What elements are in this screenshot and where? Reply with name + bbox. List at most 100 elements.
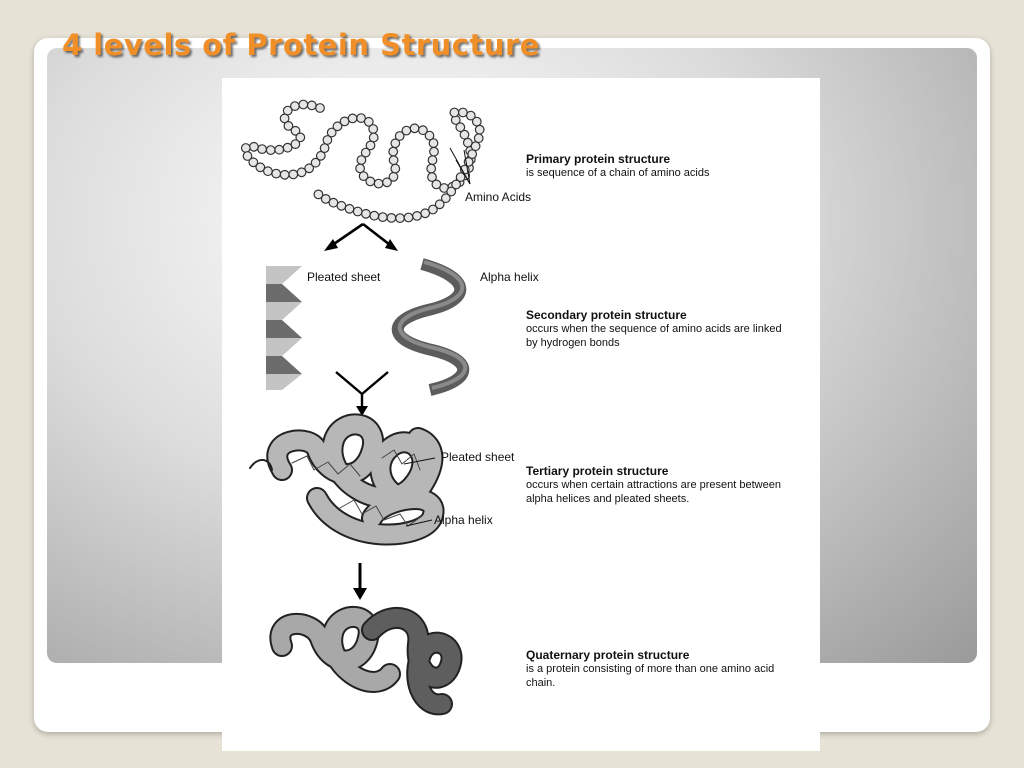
- amino-acid-bead: [388, 171, 399, 182]
- pleated-sheet-shape: [266, 266, 302, 390]
- amino-acid-bead: [449, 107, 460, 118]
- primary-structure-description: is sequence of a chain of amino acids: [526, 167, 710, 179]
- amino-acid-bead: [471, 116, 482, 127]
- amino-acid-bead: [417, 125, 428, 136]
- amino-acid-bead: [263, 166, 273, 177]
- amino-acid-bead: [283, 121, 294, 131]
- secondary-structure-description: occurs when the sequence of amino acids …: [526, 323, 782, 349]
- amino-acid-bead: [427, 172, 437, 182]
- amino-acid-bead: [403, 212, 414, 223]
- amino-acid-bead: [386, 212, 397, 223]
- amino-acid-bead: [319, 143, 330, 153]
- amino-acid-bead: [428, 138, 439, 148]
- amino-acid-bead: [394, 131, 405, 141]
- amino-acid-bead: [455, 172, 466, 182]
- amino-acid-bead: [401, 125, 412, 136]
- amino-acid-bead: [344, 203, 355, 214]
- amino-acid-bead: [470, 141, 481, 152]
- amino-acid-bead: [295, 132, 306, 143]
- amino-acid-bead: [313, 189, 324, 200]
- amino-acid-bead: [409, 123, 420, 134]
- amino-acid-bead: [467, 149, 478, 159]
- secondary-pleated-sheet-label: Pleated sheet: [307, 270, 381, 284]
- quaternary-structure-text: Quaternary protein structure is a protei…: [526, 648, 776, 690]
- amino-acid-bead: [248, 141, 259, 152]
- amino-acid-bead: [358, 171, 369, 181]
- amino-acid-bead: [255, 162, 266, 173]
- amino-acid-bead: [395, 213, 405, 224]
- amino-acid-bead: [279, 113, 290, 124]
- amino-acid-bead: [315, 103, 325, 113]
- amino-acid-bead: [289, 101, 300, 111]
- secondary-structure-text: Secondary protein structure occurs when …: [526, 308, 796, 350]
- amino-acid-bead: [360, 208, 371, 219]
- amino-acid-bead: [271, 168, 282, 179]
- amino-acid-bead: [365, 176, 376, 187]
- amino-acid-bead: [242, 151, 253, 161]
- amino-acid-bead: [298, 99, 309, 110]
- amino-acid-bead: [431, 179, 442, 190]
- alpha-helix-shape: [391, 258, 470, 396]
- amino-acid-bead: [427, 204, 438, 215]
- amino-acid-bead: [265, 145, 276, 155]
- tertiary-structure-heading: Tertiary protein structure: [526, 464, 669, 478]
- amino-acid-bead: [390, 138, 401, 149]
- tertiary-pleated-sheet-label: Pleated sheet: [441, 450, 515, 464]
- tertiary-pointer-lines: [403, 457, 436, 527]
- amino-acid-bead: [274, 144, 285, 155]
- tertiary-fold-shape: [249, 413, 445, 546]
- tertiary-alpha-helix-label: Alpha helix: [434, 513, 493, 527]
- amino-acid-bead: [288, 169, 299, 180]
- amino-acid-bead: [440, 193, 451, 204]
- amino-acid-bead: [328, 197, 339, 208]
- secondary-alpha-helix-label: Alpha helix: [480, 270, 539, 284]
- amino-acid-bead: [451, 179, 462, 190]
- quaternary-structure-description: is a protein consisting of more than one…: [526, 663, 775, 689]
- amino-acid-bead: [459, 129, 470, 140]
- amino-acid-bead: [332, 121, 343, 132]
- amino-acid-bead: [296, 167, 307, 178]
- amino-acid-bead: [368, 124, 379, 134]
- amino-acid-bead: [446, 186, 457, 197]
- amino-acid-bead: [290, 139, 301, 149]
- amino-acid-bead: [248, 157, 259, 168]
- quaternary-fold-shape: [269, 605, 463, 716]
- amino-acid-bead: [356, 155, 367, 165]
- amino-acid-bead: [369, 210, 380, 221]
- amino-acid-bead: [455, 122, 466, 133]
- amino-acid-bead: [336, 200, 347, 211]
- quaternary-structure-heading: Quaternary protein structure: [526, 648, 690, 662]
- amino-acid-bead: [377, 212, 388, 223]
- amino-acid-bead: [473, 133, 484, 144]
- amino-acid-bead: [373, 178, 384, 189]
- amino-acid-bead: [462, 137, 473, 148]
- tertiary-structure-text: Tertiary protein structure occurs when c…: [526, 464, 796, 506]
- figure-drawing: [240, 99, 485, 716]
- primary-structure-text: Primary protein structure is sequence of…: [526, 152, 816, 180]
- protein-structure-figure: Amino Acids Primary protein structure is…: [222, 78, 820, 751]
- amino-acid-bead: [412, 210, 422, 221]
- split-arrow: [327, 222, 395, 250]
- amino-acid-bead: [388, 155, 399, 166]
- amino-acid-bead: [427, 155, 438, 165]
- amino-acid-bead: [465, 110, 476, 121]
- amino-acid-bead: [322, 135, 333, 145]
- amino-acid-bead: [326, 127, 337, 138]
- amino-acid-bead: [352, 206, 363, 217]
- amino-acid-bead: [240, 143, 251, 153]
- secondary-structure-heading: Secondary protein structure: [526, 308, 687, 322]
- amino-acid-pointer-lines: [449, 147, 471, 185]
- amino-acid-bead: [304, 163, 315, 174]
- amino-acid-bead: [320, 193, 331, 204]
- amino-acid-bead: [306, 100, 317, 111]
- amino-acid-bead: [339, 116, 350, 127]
- amino-acid-bead: [382, 177, 392, 188]
- amino-acid-bead: [365, 140, 376, 151]
- amino-acid-bead: [290, 125, 301, 136]
- tertiary-structure-description: occurs when certain attractions are pres…: [526, 479, 781, 505]
- amino-acid-bead: [420, 208, 431, 219]
- amino-acid-bead: [257, 144, 267, 154]
- amino-acid-chain: [240, 99, 485, 224]
- amino-acid-bead: [390, 163, 401, 174]
- amino-acid-bead: [347, 113, 358, 124]
